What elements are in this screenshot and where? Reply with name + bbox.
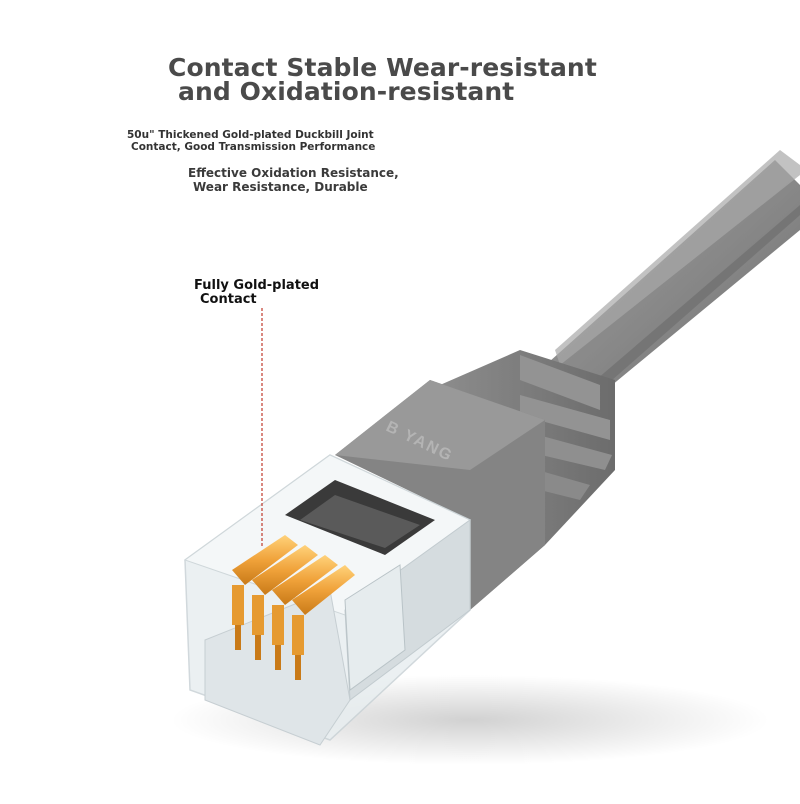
rj45-connector [183,454,471,746]
note-1-line-2: Contact, Good Transmission Performance [131,141,376,153]
headline-line-2: and Oxidation-resistant [178,77,515,106]
feature-note-gold-plated: 50u" Thickened Gold-plated Duckbill Join… [127,129,375,153]
cable-boot: B YANG [335,350,615,610]
callout-line-1: Fully Gold-plated [194,278,320,293]
note-1-line-1: 50u" Thickened Gold-plated Duckbill Join… [127,129,374,141]
headline: Contact Stable Wear-resistant and Oxidat… [168,53,597,106]
callout-label: Fully Gold-plated Contact [194,279,319,307]
gold-contacts [232,535,355,680]
cable [540,150,800,395]
note-2-line-1: Effective Oxidation Resistance, [188,166,399,180]
callout-line-2: Contact [200,292,257,307]
feature-note-durability: Effective Oxidation Resistance, Wear Res… [188,166,399,194]
note-2-line-2: Wear Resistance, Durable [193,180,368,194]
headline-line-1: Contact Stable Wear-resistant [168,53,597,82]
